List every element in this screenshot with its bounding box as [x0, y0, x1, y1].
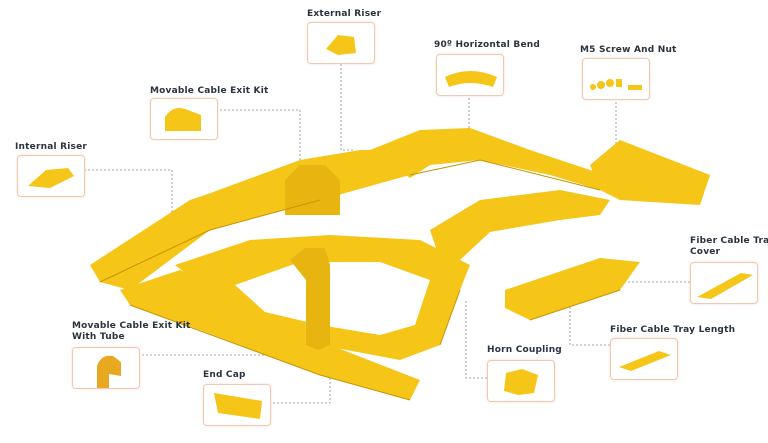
thumb-tray-cover	[690, 262, 758, 304]
label-line: Cover	[690, 247, 721, 257]
thumb-tray-length	[610, 338, 678, 380]
tray-right-section	[590, 140, 710, 205]
label-tray-length: Fiber Cable Tray Length	[610, 325, 736, 335]
label-end-cap: End Cap	[203, 370, 246, 380]
tray-top-run	[370, 128, 610, 190]
thumb-m5-screw-nut	[582, 58, 650, 100]
label-m5-screw-nut: M5 Screw And Nut	[580, 45, 677, 55]
thumb-horn-coupling	[487, 360, 555, 402]
thumb-exit-kit-tube	[72, 347, 140, 389]
label-horizontal-bend: 90º Horizontal Bend	[434, 40, 541, 50]
tray-middle-run	[430, 190, 610, 260]
label-line: Movable Cable Exit Kit	[72, 321, 191, 331]
label-internal-riser: Internal Riser	[15, 142, 88, 152]
thumb-movable-cable-exit-kit	[150, 98, 218, 140]
tray-loop-inner	[235, 262, 430, 335]
thumb-internal-riser	[17, 155, 85, 197]
thumb-horizontal-bend	[436, 54, 504, 96]
thumb-external-riser	[307, 22, 375, 64]
tray-length-piece	[505, 258, 640, 320]
label-movable-cable-exit-kit: Movable Cable Exit Kit	[150, 86, 269, 96]
tray-lower-run	[120, 270, 420, 400]
thumb-end-cap	[203, 384, 271, 426]
exit-kit-hood	[285, 165, 340, 215]
label-horn-coupling: Horn Coupling	[487, 345, 562, 355]
label-external-riser: External Riser	[307, 9, 382, 19]
exit-kit-tube-piece	[290, 248, 330, 350]
label-line: Fiber Cable Tray	[690, 236, 768, 246]
label-line: With Tube	[72, 332, 125, 342]
tray-network	[90, 128, 710, 401]
